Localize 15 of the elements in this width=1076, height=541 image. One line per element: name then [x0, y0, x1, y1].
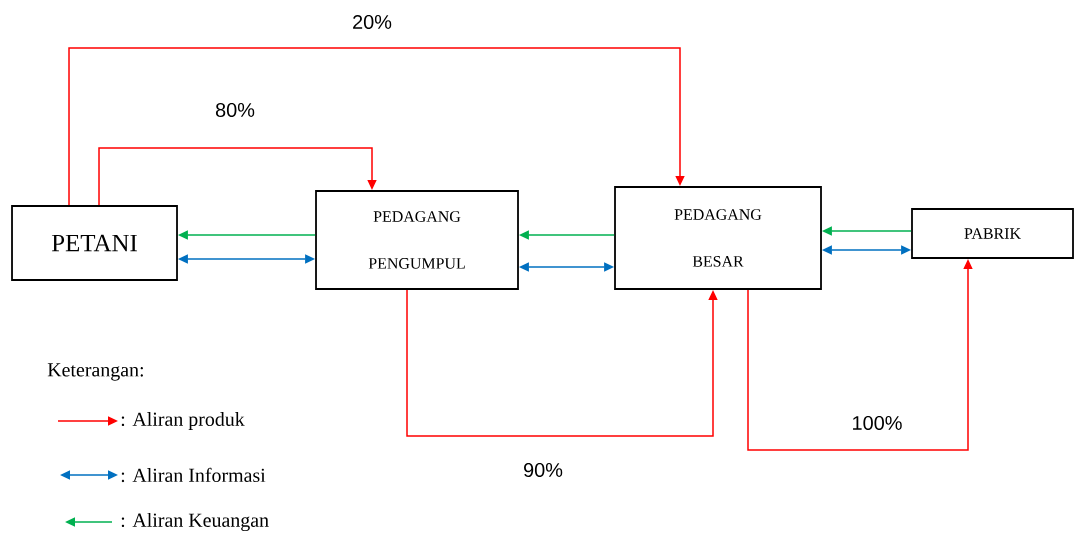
edge-label: 90% [522, 461, 564, 479]
legend-title: Keterangan: [47, 363, 143, 381]
edge-label: 100% [850, 414, 904, 432]
edge-label: 80% [214, 101, 256, 119]
process-box: PEDAGANG BESAR [614, 186, 822, 290]
legend-label: : Aliran produk [121, 411, 245, 430]
edge-label: 20% [351, 13, 393, 31]
arrow [406, 289, 718, 437]
process-box: PETANI [11, 205, 178, 281]
arrow [68, 47, 685, 206]
process-box: PABRIK [911, 208, 1074, 259]
legend-label: : Aliran Keuangan [121, 512, 269, 532]
process-box: PEDAGANG PENGUMPUL [315, 190, 519, 290]
legend-label: : Aliran Informasi [121, 467, 266, 483]
arrow [98, 147, 377, 206]
